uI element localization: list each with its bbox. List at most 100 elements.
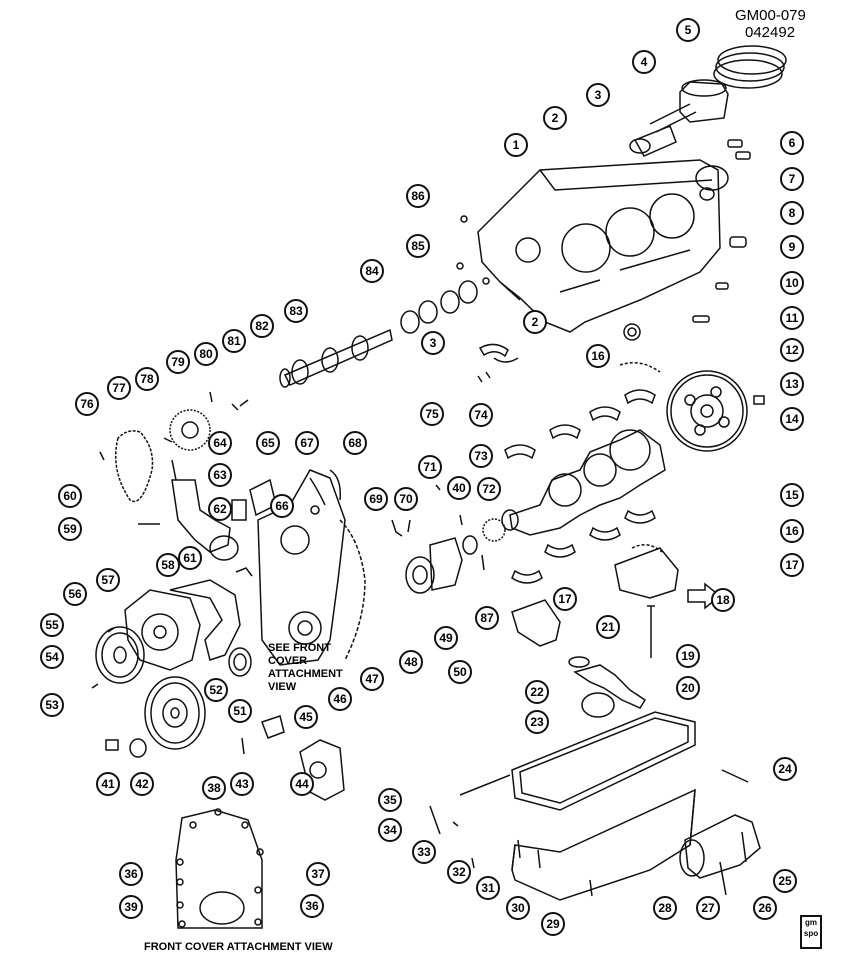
callout-63: 63 xyxy=(208,463,232,487)
callout-71: 71 xyxy=(418,455,442,479)
callout-number: 32 xyxy=(452,865,466,879)
callout-circle xyxy=(780,235,804,259)
callout-circle xyxy=(447,860,471,884)
callout-circle xyxy=(178,546,202,570)
callout-number: 39 xyxy=(124,900,138,914)
callout-circle xyxy=(469,403,493,427)
callout-28: 28 xyxy=(653,896,677,920)
starter-motor xyxy=(679,769,761,896)
callout-84: 84 xyxy=(360,259,384,283)
callout-9: 9 xyxy=(780,235,804,259)
callout-number: 57 xyxy=(101,573,115,587)
callout-85: 85 xyxy=(406,234,430,258)
callout-circle xyxy=(773,757,797,781)
callout-circle xyxy=(596,615,620,639)
callout-number: 17 xyxy=(785,558,799,572)
callout-number: 48 xyxy=(404,655,418,669)
callout-circle xyxy=(208,431,232,455)
callout-52: 52 xyxy=(204,678,228,702)
callout-circle xyxy=(96,772,120,796)
callout-60: 60 xyxy=(58,484,82,508)
callout-29: 29 xyxy=(541,912,565,936)
callout-number: 36 xyxy=(305,899,319,913)
callout-8: 8 xyxy=(780,201,804,225)
callout-circle xyxy=(696,896,720,920)
callout-66: 66 xyxy=(270,494,294,518)
logo-line-2: spo xyxy=(803,929,819,938)
callout-number: 37 xyxy=(311,867,325,881)
callout-circle xyxy=(166,350,190,374)
callout-circle xyxy=(543,106,567,130)
callout-15: 15 xyxy=(780,483,804,507)
callout-number: 50 xyxy=(453,665,467,679)
oil-pan xyxy=(511,711,696,901)
callout-circle xyxy=(780,306,804,330)
callout-number: 84 xyxy=(365,264,379,278)
callout-83: 83 xyxy=(284,299,308,323)
callout-circle xyxy=(75,392,99,416)
callout-61: 61 xyxy=(178,546,202,570)
callout-number: 56 xyxy=(68,587,82,601)
callout-16: 16 xyxy=(780,519,804,543)
callout-number: 62 xyxy=(213,502,227,516)
callout-circle xyxy=(343,431,367,455)
callout-layer: 1234567891011121314151617181920212223242… xyxy=(40,18,804,936)
callout-circle xyxy=(780,131,804,155)
callout-23: 23 xyxy=(525,710,549,734)
callout-circle xyxy=(711,588,735,612)
callout-number: 9 xyxy=(789,240,796,254)
callout-circle xyxy=(412,840,436,864)
callout-number: 68 xyxy=(348,436,362,450)
callout-number: 29 xyxy=(546,917,560,931)
front-cover-attachment-view xyxy=(175,808,264,929)
callout-72: 72 xyxy=(477,477,501,501)
callout-43: 43 xyxy=(230,772,254,796)
callout-circle xyxy=(394,487,418,511)
callout-number: 51 xyxy=(233,704,247,718)
callout-circle xyxy=(780,483,804,507)
callout-circle xyxy=(230,772,254,796)
callout-3: 3 xyxy=(586,83,610,107)
callout-number: 31 xyxy=(481,881,495,895)
callout-number: 27 xyxy=(701,901,715,915)
callout-circle xyxy=(222,329,246,353)
callout-1: 1 xyxy=(504,133,528,157)
callout-circle xyxy=(476,876,500,900)
callout-circle xyxy=(399,650,423,674)
callout-number: 12 xyxy=(785,343,799,357)
callout-12: 12 xyxy=(780,338,804,362)
callout-number: 5 xyxy=(685,23,692,37)
main-bearing-caps xyxy=(511,547,722,658)
callout-number: 44 xyxy=(295,777,309,791)
pan-fasteners xyxy=(429,774,593,897)
note-line-4: VIEW xyxy=(268,681,297,693)
callout-number: 35 xyxy=(383,793,397,807)
callout-13: 13 xyxy=(780,372,804,396)
callout-number: 34 xyxy=(383,823,397,837)
callout-number: 2 xyxy=(552,111,559,125)
callout-number: 11 xyxy=(786,311,799,325)
callout-number: 81 xyxy=(227,334,241,348)
callout-56: 56 xyxy=(63,582,87,606)
callout-number: 82 xyxy=(255,319,269,333)
callout-16: 16 xyxy=(586,344,610,368)
callout-number: 30 xyxy=(511,901,525,915)
callout-number: 63 xyxy=(213,468,227,482)
callout-50: 50 xyxy=(448,660,472,684)
callout-number: 6 xyxy=(789,136,796,150)
callout-circle xyxy=(780,372,804,396)
callout-number: 14 xyxy=(785,412,799,426)
callout-number: 70 xyxy=(399,492,413,506)
callout-6: 6 xyxy=(780,131,804,155)
callout-36: 36 xyxy=(119,862,143,886)
callout-circle xyxy=(295,431,319,455)
callout-number: 7 xyxy=(789,172,796,186)
callout-number: 24 xyxy=(778,762,792,776)
callout-circle xyxy=(63,582,87,606)
callout-17: 17 xyxy=(780,553,804,577)
gm-spo-logo: gm spo xyxy=(800,915,822,949)
callout-82: 82 xyxy=(250,314,274,338)
callout-number: 74 xyxy=(474,408,488,422)
callout-69: 69 xyxy=(364,487,388,511)
